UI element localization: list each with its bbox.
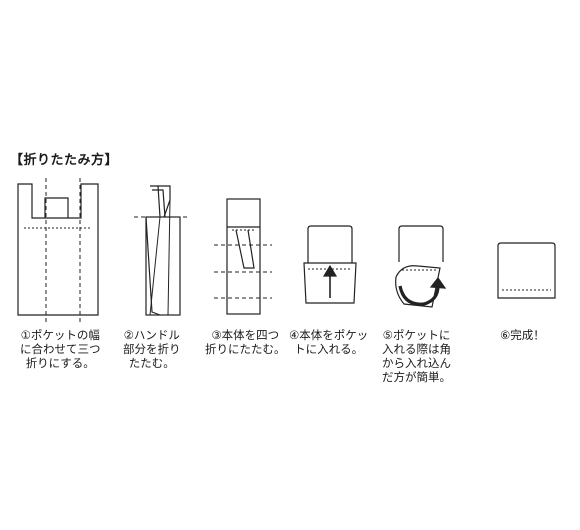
- step-3-illustration: [214, 198, 272, 315]
- step-2-illustration: [134, 185, 190, 316]
- step-1-caption: ①ポケットの幅 に合わせて三つ 折りにする。: [20, 328, 101, 370]
- step-5-caption: ⑤ポケットに 入れる際は角 から入れ込ん だ方が簡単。: [382, 328, 451, 384]
- step-5-illustration: [395, 225, 447, 308]
- step-4-caption: ④本体をポケッ トに入れる。: [289, 328, 369, 356]
- step-6-illustration: [497, 242, 556, 299]
- step-2-caption: ②ハンドル 部分を折り たたむ。: [123, 328, 181, 370]
- step-3-caption: ③本体を四つ 折りにたたむ。: [205, 328, 286, 356]
- page-title: 【折りたたみ方】: [10, 153, 119, 168]
- step-6-caption: ⑥完成！: [500, 328, 545, 342]
- step-1-illustration: [17, 178, 99, 322]
- step-4-illustration: [303, 225, 357, 304]
